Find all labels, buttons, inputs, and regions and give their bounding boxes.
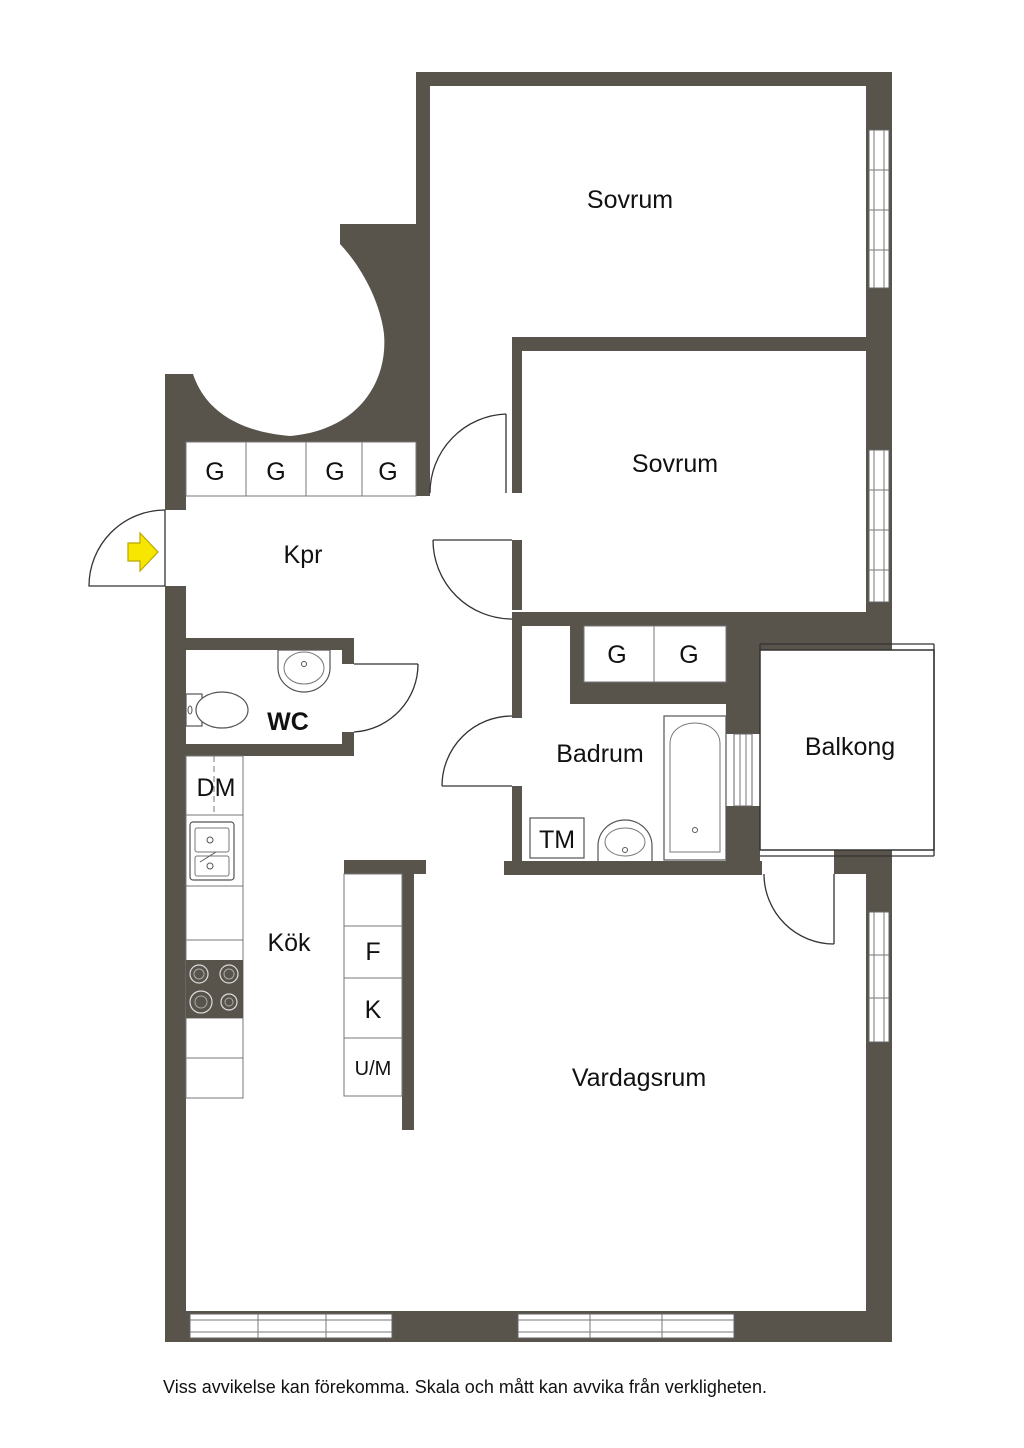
wall-bath-bottom [504,861,762,875]
room-labels: Sovrum Sovrum Kpr WC Badrum Balkong Kök … [267,186,895,1092]
wardrobe-label-3: G [325,458,344,486]
wall-kitchen-partition [402,860,414,1130]
window-living-bottom-left [189,1313,393,1339]
kitchen-counter: DM [185,755,244,1099]
wall-wc-right-a [342,638,354,664]
window-living-right [868,911,890,1043]
wardrobes-bedroom: G G [583,625,727,683]
door-bedroom1 [429,413,507,494]
washing-machine-label: TM [539,826,575,854]
bathroom-sink-icon [597,819,653,861]
window-bedroom2 [868,449,890,603]
door-bedroom2 [432,539,513,620]
windows [189,129,890,1339]
door-bathroom [441,715,513,787]
wall-bedrooms-divider [512,337,872,351]
room-label-sovrum-upper: Sovrum [587,186,673,214]
fridge-label: F [365,938,380,966]
window-bathroom [733,733,753,807]
wall-bedroom1-left [416,72,430,496]
wall-curved-mass [186,224,416,496]
wall-left-upper [165,374,186,510]
kitchen-tall-units: F K U/M [343,873,403,1097]
wardrobe-label-6: G [679,641,698,669]
kitchen-sink-icon [189,821,235,881]
room-label-badrum: Badrum [556,740,644,768]
room-label-kpr: Kpr [284,541,323,569]
wall-wc-right-b [342,732,354,756]
wall-wardrobe-right [726,612,760,734]
door-balcony [763,873,835,945]
room-label-balkong: Balkong [805,733,895,761]
wall-wc-bottom [186,744,354,756]
wall-balcony-top [760,626,872,650]
room-label-wc: WC [267,708,309,736]
walls [165,72,892,1342]
balcony [759,643,935,857]
disclaimer-footnote: Viss avvikelse kan förekomma. Skala och … [163,1377,767,1397]
dishwasher-label: DM [197,774,236,802]
freezer-label: K [365,996,382,1024]
wall-wardrobe-block [570,612,584,704]
wardrobe-label-5: G [607,641,626,669]
wall-bedroom2-bottom [512,612,872,626]
wall-bedroom2-left-b [512,540,522,610]
wc-sink-icon [277,649,331,693]
door-wc [353,663,419,733]
wc-fixtures [185,649,331,729]
entrance-arrow-icon [127,531,159,573]
oven-micro-label: U/M [355,1058,392,1080]
room-label-vardagsrum: Vardagsrum [572,1064,706,1092]
wardrobe-label-1: G [205,458,224,486]
door-entrance [88,509,166,587]
wall-top [416,72,892,86]
window-bedroom1 [868,129,890,289]
wall-bath-left-b [512,786,522,866]
wall-balcony-bottom-right [834,850,872,874]
wall-wardrobe-bottom [570,682,730,704]
wall-wc-top [186,638,354,650]
wall-bedroom2-left-a [512,337,522,493]
wardrobe-label-4: G [378,458,397,486]
bathroom-fixtures: TM [529,715,727,861]
room-label-sovrum-lower: Sovrum [632,450,718,478]
wall-bath-left-a [512,626,522,718]
window-living-bottom-right [517,1313,735,1339]
wardrobe-label-2: G [266,458,285,486]
wall-bath-right-a [726,806,760,875]
wardrobes-hall: G G G G [185,441,417,497]
wall-left-exterior [165,586,186,1342]
room-label-kok: Kök [267,929,311,957]
doors [88,413,835,945]
bathtub-icon [663,715,727,861]
